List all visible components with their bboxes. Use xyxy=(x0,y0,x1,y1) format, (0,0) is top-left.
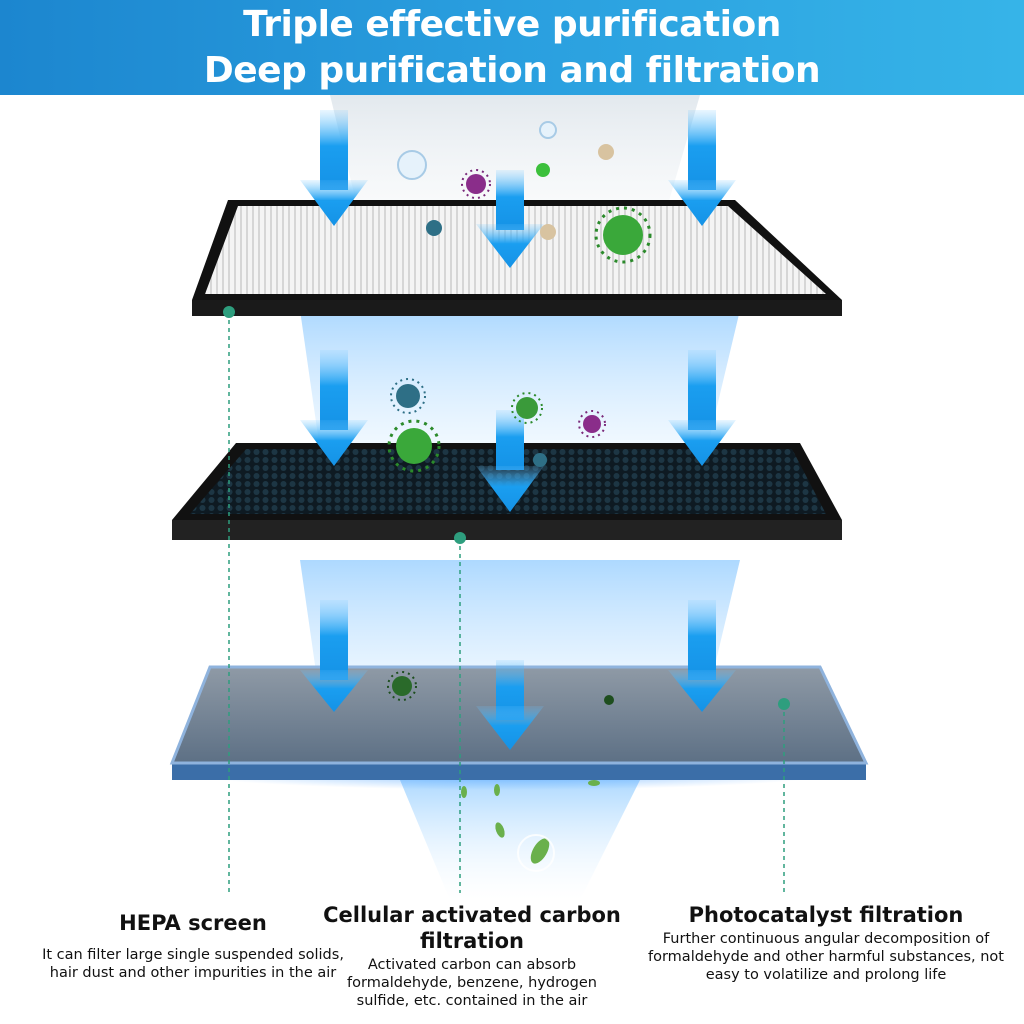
leaf-icon xyxy=(588,780,600,786)
dust-icon xyxy=(540,224,556,240)
photocatalyst-title: Photocatalyst filtration xyxy=(688,903,964,927)
virus-icon xyxy=(426,220,442,236)
down-arrow-icon xyxy=(476,170,544,268)
carbon-label: Cellular activated carbon filtration Act… xyxy=(322,902,622,1010)
header-title-line2: Deep purification and filtration xyxy=(203,50,821,91)
bubble-icon xyxy=(539,121,557,139)
fresh-air-leaves xyxy=(461,780,600,872)
header-banner: Triple effective purification Deep purif… xyxy=(0,0,1024,95)
pollutant-particles xyxy=(387,121,652,705)
hepa-label: HEPA screen It can filter large single s… xyxy=(40,910,346,982)
virus-icon xyxy=(536,163,550,177)
hepa-title: HEPA screen xyxy=(119,911,267,935)
down-arrow-icon xyxy=(300,600,368,712)
down-arrow-icon xyxy=(668,110,736,226)
virus-icon xyxy=(390,378,426,414)
carbon-description: Activated carbon can absorb formaldehyde… xyxy=(347,957,597,1009)
down-arrow-icon xyxy=(300,110,368,226)
carbon-title: Cellular activated carbon filtration xyxy=(323,903,621,953)
bubble-icon xyxy=(397,150,427,180)
dust-icon xyxy=(598,144,614,160)
leaf-icon xyxy=(461,786,467,798)
filter-illustration xyxy=(169,95,869,900)
down-arrow-icon xyxy=(300,350,368,466)
virus-icon xyxy=(387,671,417,701)
virus-icon xyxy=(511,392,543,424)
header-title-line1: Triple effective purification xyxy=(243,4,781,45)
photocatalyst-description: Further continuous angular decomposition… xyxy=(648,931,1004,983)
virus-icon xyxy=(578,410,606,438)
leaf-icon xyxy=(494,784,500,796)
virus-icon xyxy=(533,453,547,467)
leaf-icon xyxy=(495,822,505,838)
down-arrow-icon xyxy=(476,660,544,750)
leaf-icon xyxy=(530,838,550,864)
virus-icon xyxy=(604,695,614,705)
leader-lines xyxy=(223,306,790,893)
hepa-description: It can filter large single suspended sol… xyxy=(42,947,344,981)
down-arrow-icon xyxy=(668,350,736,466)
airflow-arrows xyxy=(300,110,736,750)
virus-icon xyxy=(461,169,491,199)
down-arrow-icon xyxy=(668,600,736,712)
photocatalyst-label: Photocatalyst filtration Further continu… xyxy=(630,902,1022,984)
virus-icon xyxy=(594,206,652,264)
virus-icon xyxy=(387,419,441,473)
